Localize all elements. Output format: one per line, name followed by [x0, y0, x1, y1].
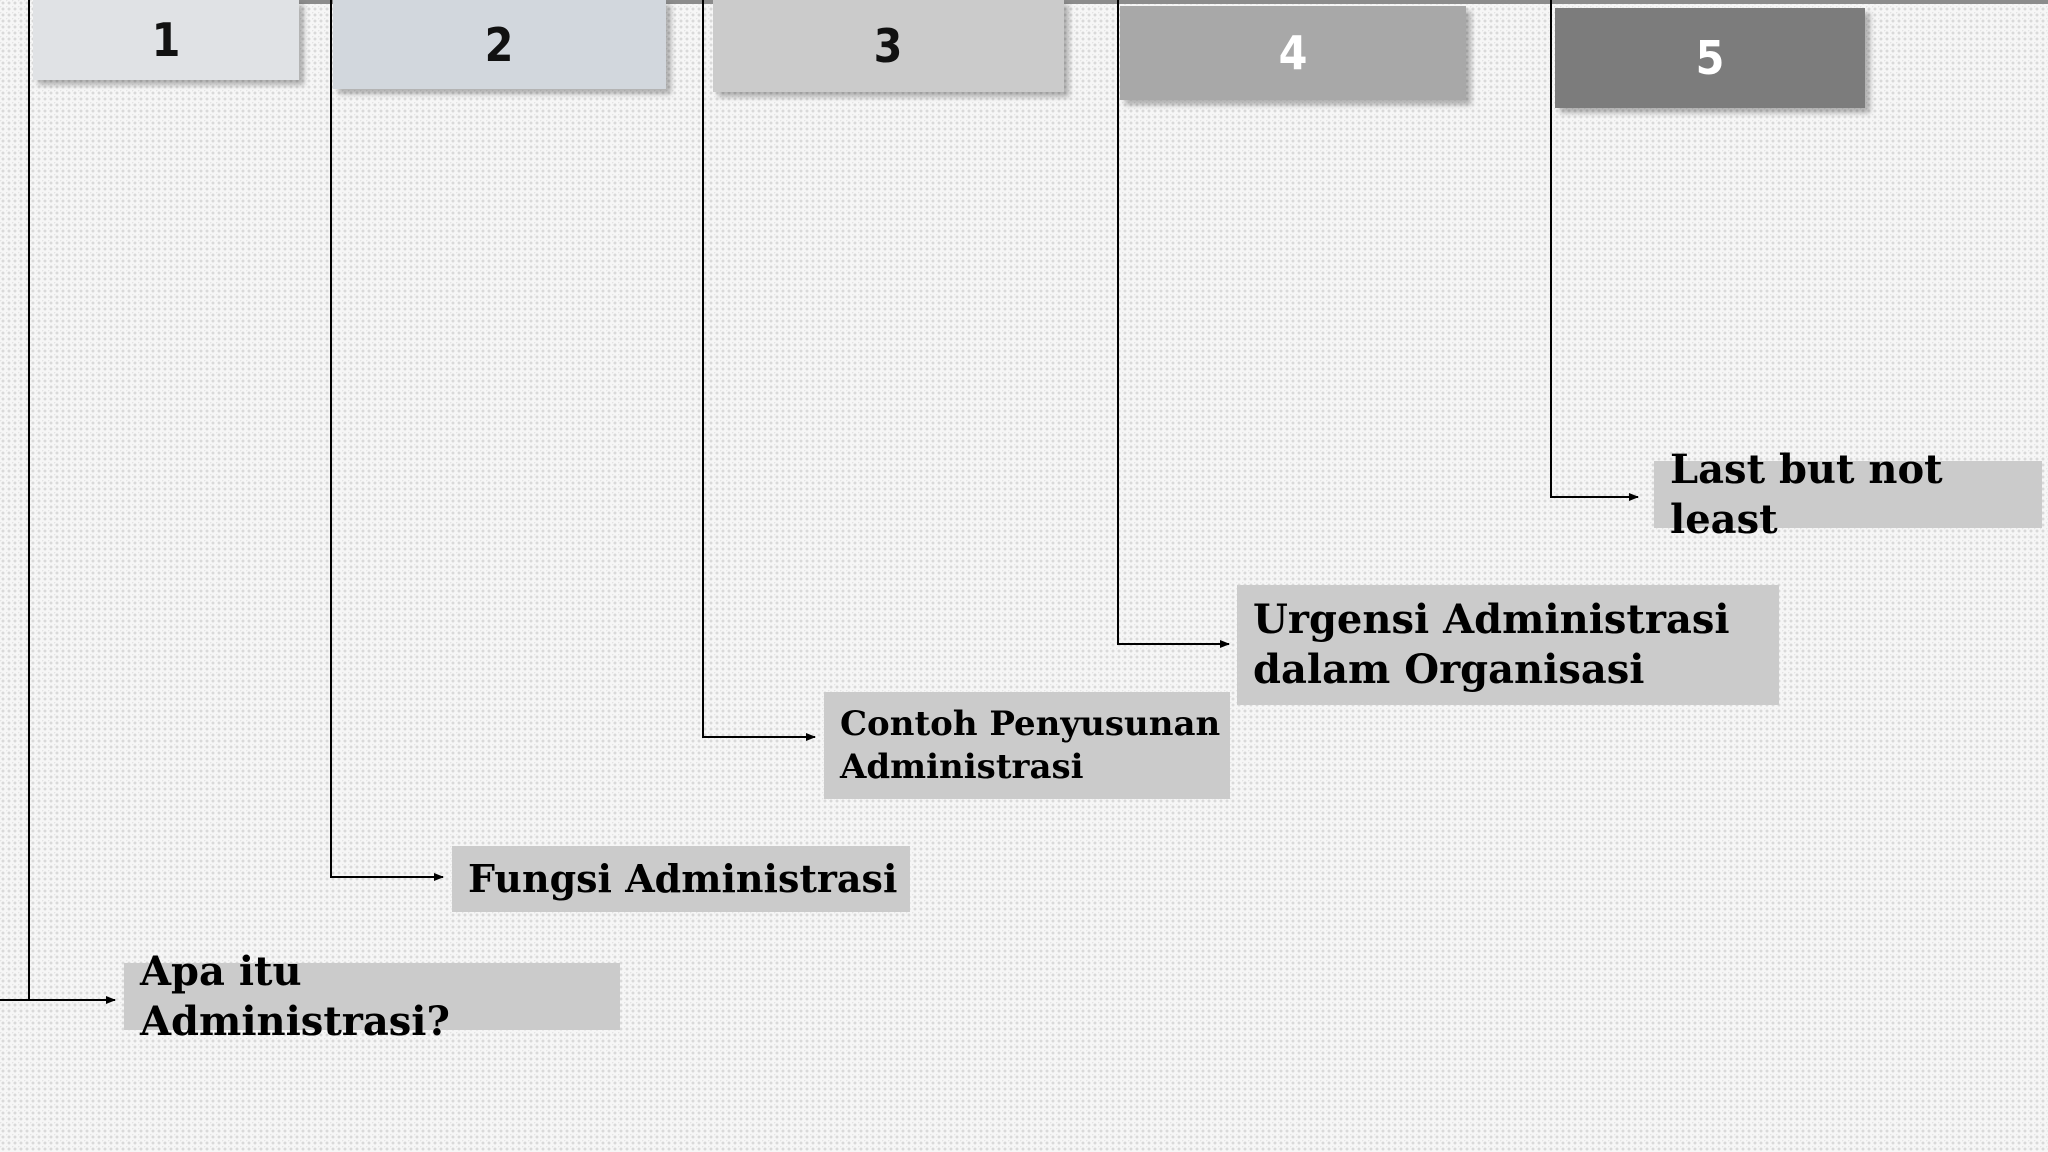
- tab-3-label: 3: [874, 19, 903, 73]
- tab-1-label: 1: [151, 13, 181, 67]
- tab-2[interactable]: 2: [333, 0, 666, 89]
- tab-5-label: 5: [1695, 31, 1725, 85]
- tab-2-label: 2: [485, 17, 514, 72]
- tab-4-label: 4: [1278, 26, 1308, 80]
- connector-3: [702, 0, 816, 741]
- topic-apa-itu-administrasi[interactable]: Apa itu Administrasi?: [124, 948, 620, 1045]
- tab-1[interactable]: 1: [33, 0, 299, 80]
- tab-5[interactable]: 5: [1555, 8, 1865, 108]
- topic-contoh-penyusunan-administrasi[interactable]: Contoh Penyusunan Administrasi: [824, 692, 1230, 799]
- connector-2: [330, 0, 444, 881]
- topic-last-but-not-least[interactable]: Last but not least: [1654, 446, 2042, 543]
- tab-3[interactable]: 3: [713, 0, 1064, 92]
- topic-fungsi-administrasi[interactable]: Fungsi Administrasi: [452, 846, 910, 912]
- connector-1: [0, 0, 30, 1001]
- topic-urgensi-administrasi[interactable]: Urgensi Administrasi dalam Organisasi: [1237, 585, 1779, 705]
- tab-4[interactable]: 4: [1120, 6, 1466, 100]
